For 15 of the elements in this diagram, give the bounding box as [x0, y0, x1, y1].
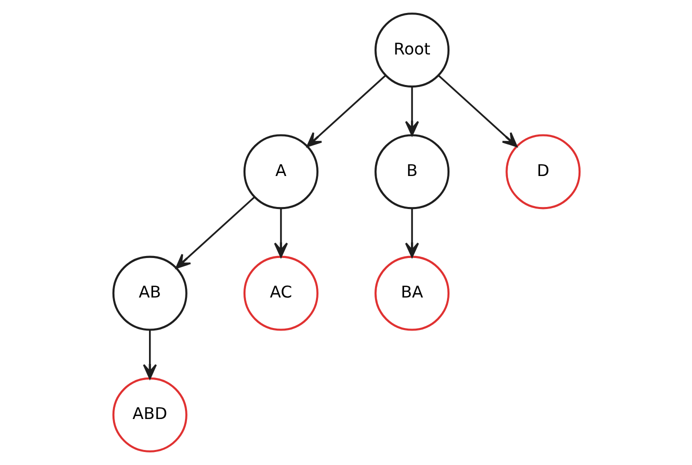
- arrow: [404, 208, 418, 258]
- arrow: [437, 74, 517, 148]
- node-circle: AC: [242, 256, 318, 331]
- node-circle: AB: [112, 256, 187, 331]
- arrow: [274, 208, 288, 258]
- arrow: [175, 196, 255, 269]
- node-circle: D: [505, 134, 580, 210]
- arrow: [404, 87, 418, 136]
- node-circle: B: [374, 134, 450, 210]
- node-circle: ABD: [112, 377, 187, 452]
- node-circle: Root: [374, 12, 450, 88]
- node-circle: BA: [374, 256, 450, 331]
- node-circle: A: [242, 134, 318, 210]
- arrow: [142, 330, 156, 380]
- arrow: [306, 74, 386, 148]
